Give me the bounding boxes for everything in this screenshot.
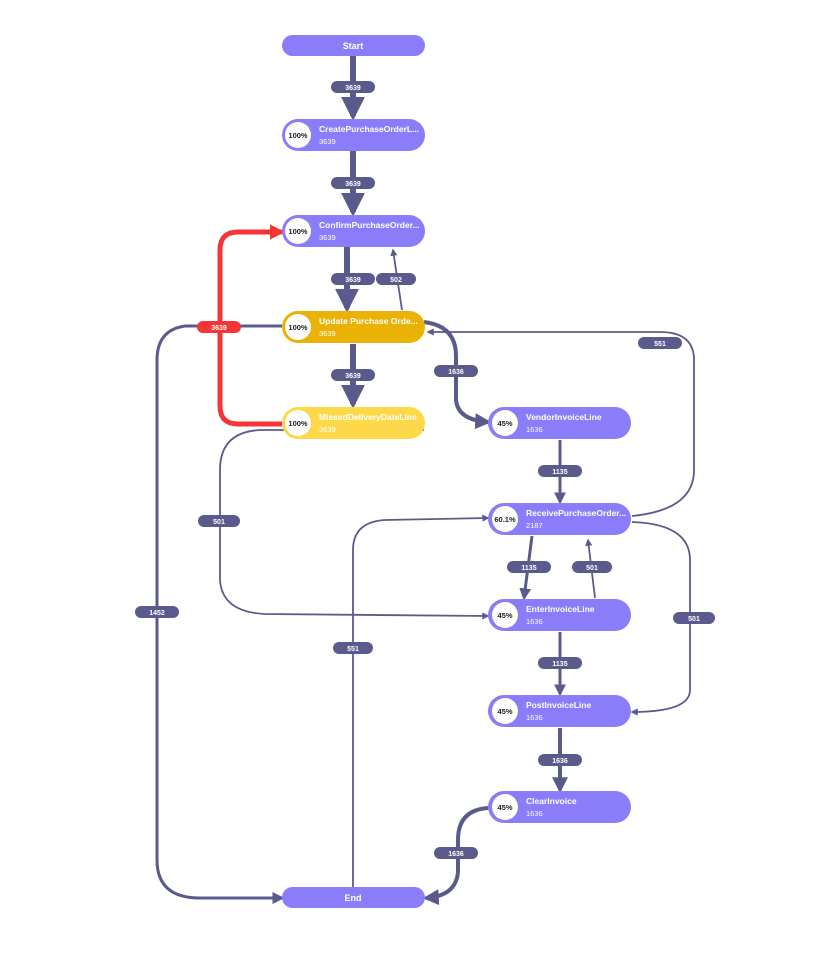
svg-text:1636: 1636 <box>526 425 543 434</box>
activity-node-post-invoice[interactable]: 45% PostInvoiceLine 1636 <box>488 695 631 727</box>
svg-text:551: 551 <box>654 341 666 348</box>
svg-text:3639: 3639 <box>319 137 336 146</box>
edge-receive-post[interactable] <box>630 521 691 716</box>
percent-badge <box>492 602 518 628</box>
percent-badge <box>492 794 518 820</box>
svg-text:3639: 3639 <box>345 277 361 284</box>
svg-text:1636: 1636 <box>448 851 464 858</box>
svg-text:2187: 2187 <box>526 521 543 530</box>
chip-enter-post: 1135 <box>538 657 582 669</box>
svg-text:Start: Start <box>343 41 364 51</box>
chip-start-create: 3639 <box>331 81 375 93</box>
chip-confirm-update: 3639 <box>331 273 375 285</box>
svg-text:3639: 3639 <box>345 181 361 188</box>
edges <box>155 56 695 906</box>
svg-text:100%: 100% <box>288 227 308 236</box>
svg-text:3639: 3639 <box>319 425 336 434</box>
edge-receive-update[interactable] <box>426 328 695 517</box>
svg-text:501: 501 <box>586 565 598 572</box>
edge-missed-enter[interactable] <box>219 429 490 620</box>
activity-node-vendor-invoice[interactable]: 45% VendorInvoiceLine 1636 <box>488 407 631 439</box>
chip-receive-post: 501 <box>673 612 715 624</box>
chip-update-end: 1452 <box>135 606 179 618</box>
svg-text:3639: 3639 <box>319 233 336 242</box>
chip-end-receive: 551 <box>333 642 373 654</box>
svg-text:CreatePurchaseOrderL...: CreatePurchaseOrderL... <box>319 124 419 134</box>
chip-post-clear: 1636 <box>538 754 582 766</box>
svg-text:1636: 1636 <box>526 713 543 722</box>
svg-text:1135: 1135 <box>552 469 567 476</box>
activity-node-clear-invoice[interactable]: 45% ClearInvoice 1636 <box>488 791 631 823</box>
activity-node-update-po[interactable]: 100% Update Purchase Orde... 3639 <box>282 311 425 343</box>
svg-text:45%: 45% <box>497 803 512 812</box>
chip-update-missed: 3639 <box>331 369 375 381</box>
svg-text:60.1%: 60.1% <box>494 515 516 524</box>
chip-create-confirm: 3639 <box>331 177 375 189</box>
svg-text:1636: 1636 <box>526 809 543 818</box>
svg-text:VendorInvoiceLine: VendorInvoiceLine <box>526 412 602 422</box>
svg-text:1135: 1135 <box>552 661 567 668</box>
svg-text:1452: 1452 <box>149 610 165 617</box>
svg-text:3639: 3639 <box>345 85 361 92</box>
activity-node-receive-po[interactable]: 60.1% ReceivePurchaseOrder... 2187 <box>488 503 631 535</box>
activity-node-confirm-po[interactable]: 100% ConfirmPurchaseOrder... 3639 <box>282 215 425 247</box>
svg-text:45%: 45% <box>497 611 512 620</box>
chip-missed-confirm: 3639 <box>197 321 241 333</box>
svg-text:ClearInvoice: ClearInvoice <box>526 796 577 806</box>
svg-text:ReceivePurchaseOrder...: ReceivePurchaseOrder... <box>526 508 626 518</box>
percent-badge <box>285 218 311 244</box>
percent-badge <box>492 698 518 724</box>
svg-text:1636: 1636 <box>552 758 568 765</box>
edge-update-vendor[interactable] <box>423 320 492 430</box>
svg-text:3639: 3639 <box>211 325 227 332</box>
end-node[interactable]: End <box>282 887 425 908</box>
svg-text:1636: 1636 <box>448 369 464 376</box>
svg-text:1636: 1636 <box>526 617 543 626</box>
svg-text:501: 501 <box>213 519 225 526</box>
svg-text:Update Purchase Orde...: Update Purchase Orde... <box>319 316 418 326</box>
chip-update-vendor: 1636 <box>434 365 478 377</box>
chip-update-confirm: 502 <box>376 273 416 285</box>
edge-update-end[interactable] <box>155 324 285 904</box>
chip-vendor-receive: 1135 <box>538 465 582 477</box>
percent-badge <box>492 410 518 436</box>
edge-label-chips: 3639 3639 3639 502 3639 3639 1636 551 <box>135 81 715 859</box>
svg-text:3639: 3639 <box>345 373 361 380</box>
svg-text:502: 502 <box>390 277 402 284</box>
svg-text:PostInvoiceLine: PostInvoiceLine <box>526 700 591 710</box>
edge-end-receive[interactable] <box>352 514 490 888</box>
svg-text:100%: 100% <box>288 323 308 332</box>
chip-missed-enter: 501 <box>198 515 240 527</box>
svg-text:551: 551 <box>347 646 359 653</box>
percent-badge <box>285 122 311 148</box>
percent-badge <box>285 410 311 436</box>
activity-node-missed-delivery[interactable]: 100% MissedDeliveryDateLine 3639 <box>282 407 425 439</box>
svg-text:100%: 100% <box>288 419 308 428</box>
percent-badge <box>492 506 518 532</box>
chip-enter-receive: 501 <box>572 561 612 573</box>
activity-node-create-po[interactable]: 100% CreatePurchaseOrderL... 3639 <box>282 119 425 151</box>
svg-text:EnterInvoiceLine: EnterInvoiceLine <box>526 604 595 614</box>
start-node[interactable]: Start <box>282 35 425 56</box>
svg-text:ConfirmPurchaseOrder...: ConfirmPurchaseOrder... <box>319 220 420 230</box>
percent-badge <box>285 314 311 340</box>
svg-text:501: 501 <box>688 616 700 623</box>
chip-receive-update: 551 <box>638 337 682 349</box>
svg-text:3639: 3639 <box>319 329 336 338</box>
svg-text:End: End <box>345 893 362 903</box>
svg-text:MissedDeliveryDateLine: MissedDeliveryDateLine <box>319 412 417 422</box>
svg-text:45%: 45% <box>497 419 512 428</box>
chip-receive-enter: 1135 <box>507 561 551 573</box>
chip-clear-end: 1636 <box>434 847 478 859</box>
activity-node-enter-invoice[interactable]: 45% EnterInvoiceLine 1636 <box>488 599 631 631</box>
svg-text:100%: 100% <box>288 131 308 140</box>
svg-text:1135: 1135 <box>521 565 536 572</box>
nodes: Start 100% CreatePurchaseOrderL... 3639 … <box>282 35 631 908</box>
svg-text:45%: 45% <box>497 707 512 716</box>
